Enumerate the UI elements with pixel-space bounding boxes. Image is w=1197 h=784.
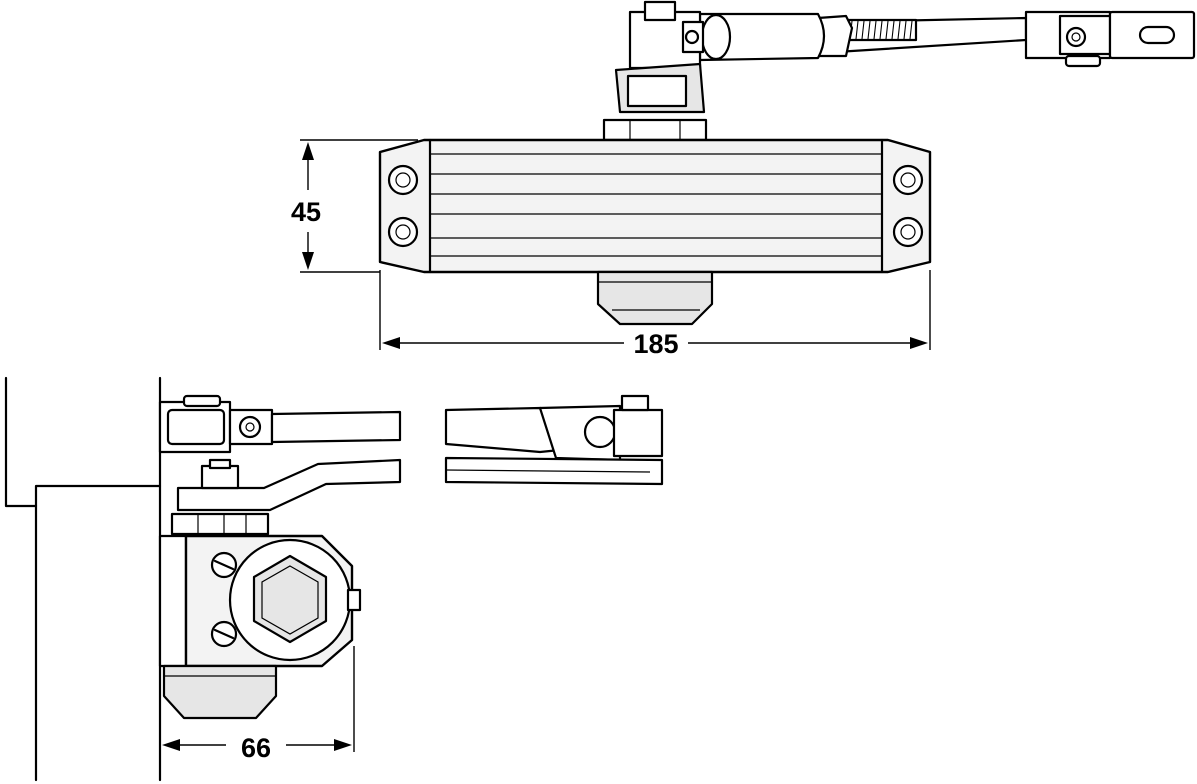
height-dimension-label: 45	[291, 197, 321, 227]
front-arm-assembly	[614, 0, 1196, 114]
spindle-collar	[602, 118, 708, 142]
valve-cap	[596, 270, 714, 326]
depth-dimension: 66	[162, 646, 355, 763]
front-view: 45 185	[291, 0, 1196, 359]
mounting-hole-right-top	[892, 164, 924, 196]
length-dimension: 185	[379, 270, 931, 359]
mounting-hole-right-bottom	[892, 216, 924, 248]
height-dimension: 45	[291, 139, 418, 273]
lower-arm	[176, 456, 664, 512]
length-dimension-label: 185	[633, 329, 678, 359]
threaded-rod	[849, 20, 913, 40]
closer-body-side	[158, 534, 362, 668]
valve-cap-side	[162, 664, 278, 720]
mounting-hole-left-top	[387, 164, 419, 196]
closer-body	[378, 138, 932, 274]
mounting-hole-left-bottom	[387, 216, 419, 248]
upper-arm-right	[444, 394, 664, 462]
upper-arm	[158, 394, 402, 454]
door-frame	[4, 376, 162, 782]
side-view: 66	[4, 376, 664, 782]
spindle-nut	[170, 458, 270, 536]
depth-dimension-label: 66	[241, 733, 271, 763]
